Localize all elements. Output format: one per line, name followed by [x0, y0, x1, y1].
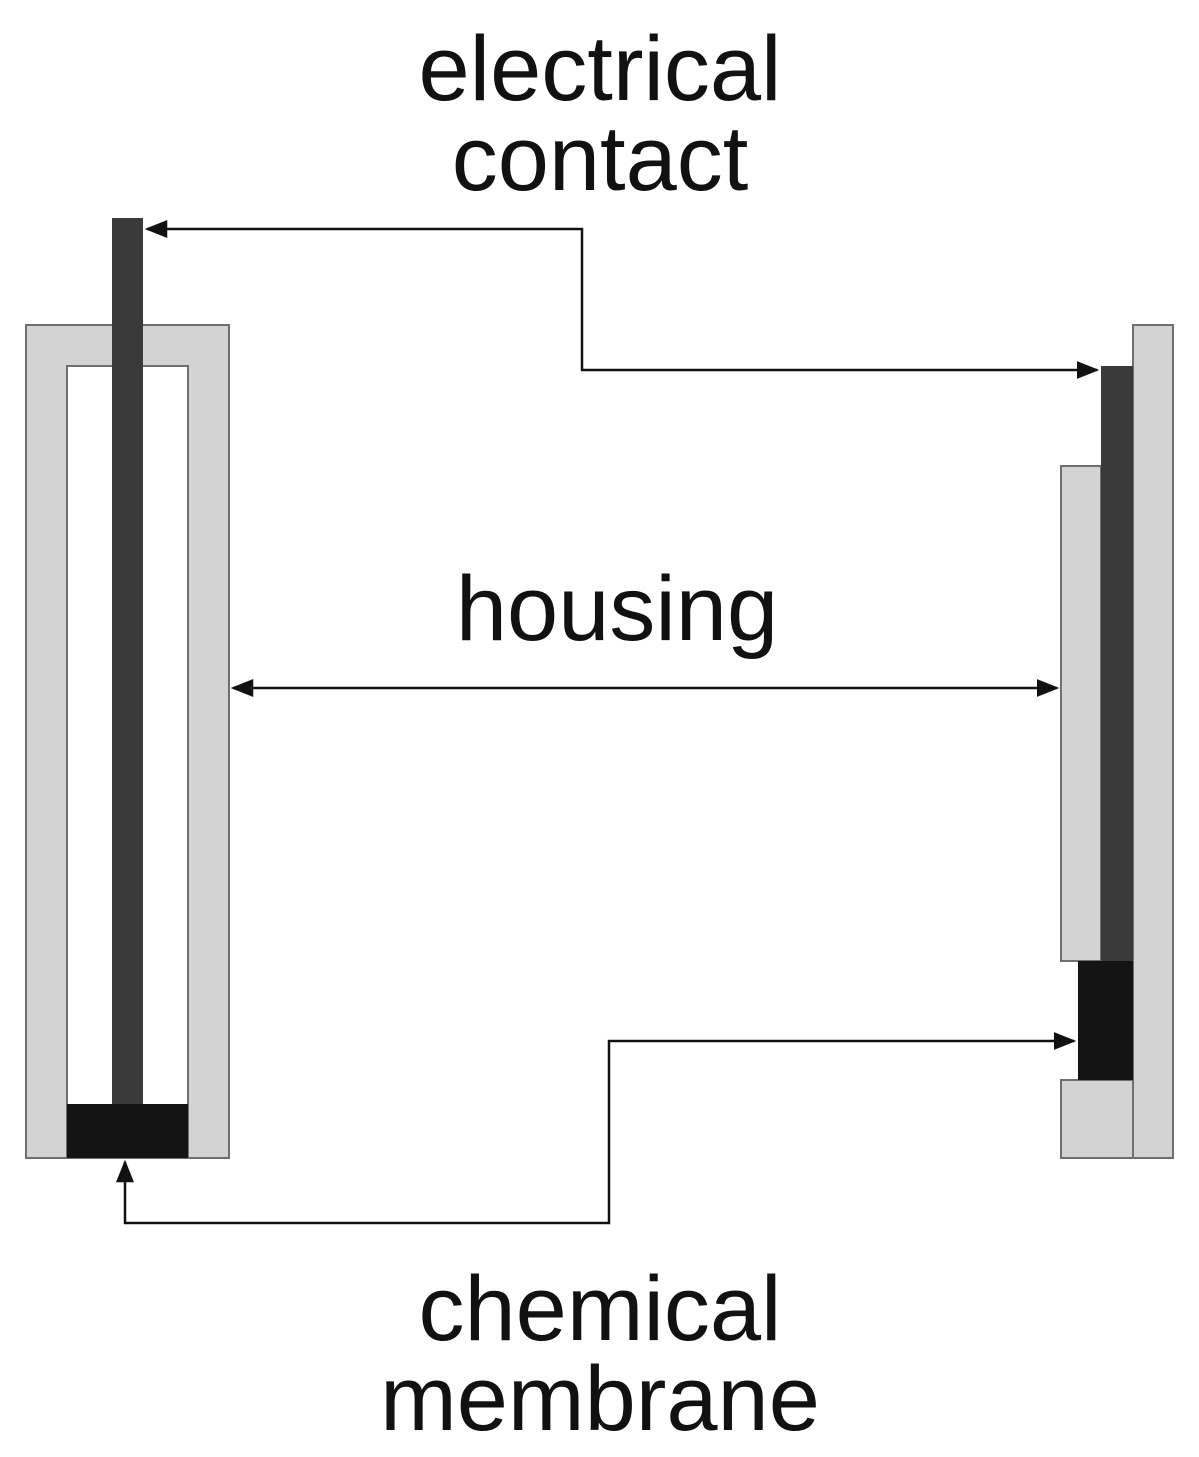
right-housing-back [1132, 324, 1174, 1159]
left-chemical-membrane [67, 1104, 188, 1158]
electrical-contact-arrow [144, 220, 1100, 379]
right-sensor [1060, 324, 1174, 1159]
label-contact-line2: contact [452, 108, 749, 210]
label-membrane-line2: membrane [380, 1348, 820, 1450]
label-chemical-line1: chemical [418, 1258, 781, 1360]
right-chemical-membrane [1078, 961, 1133, 1080]
chemical-membrane-arrow [116, 1032, 1077, 1225]
label-housing: housing [456, 558, 778, 660]
right-housing-lower [1060, 1079, 1134, 1159]
label-electrical-line1: electrical [418, 18, 781, 120]
left-electrical-contact [112, 218, 143, 1106]
left-sensor [25, 218, 230, 1159]
right-electrical-contact [1101, 366, 1133, 961]
right-housing-upper [1060, 465, 1102, 962]
